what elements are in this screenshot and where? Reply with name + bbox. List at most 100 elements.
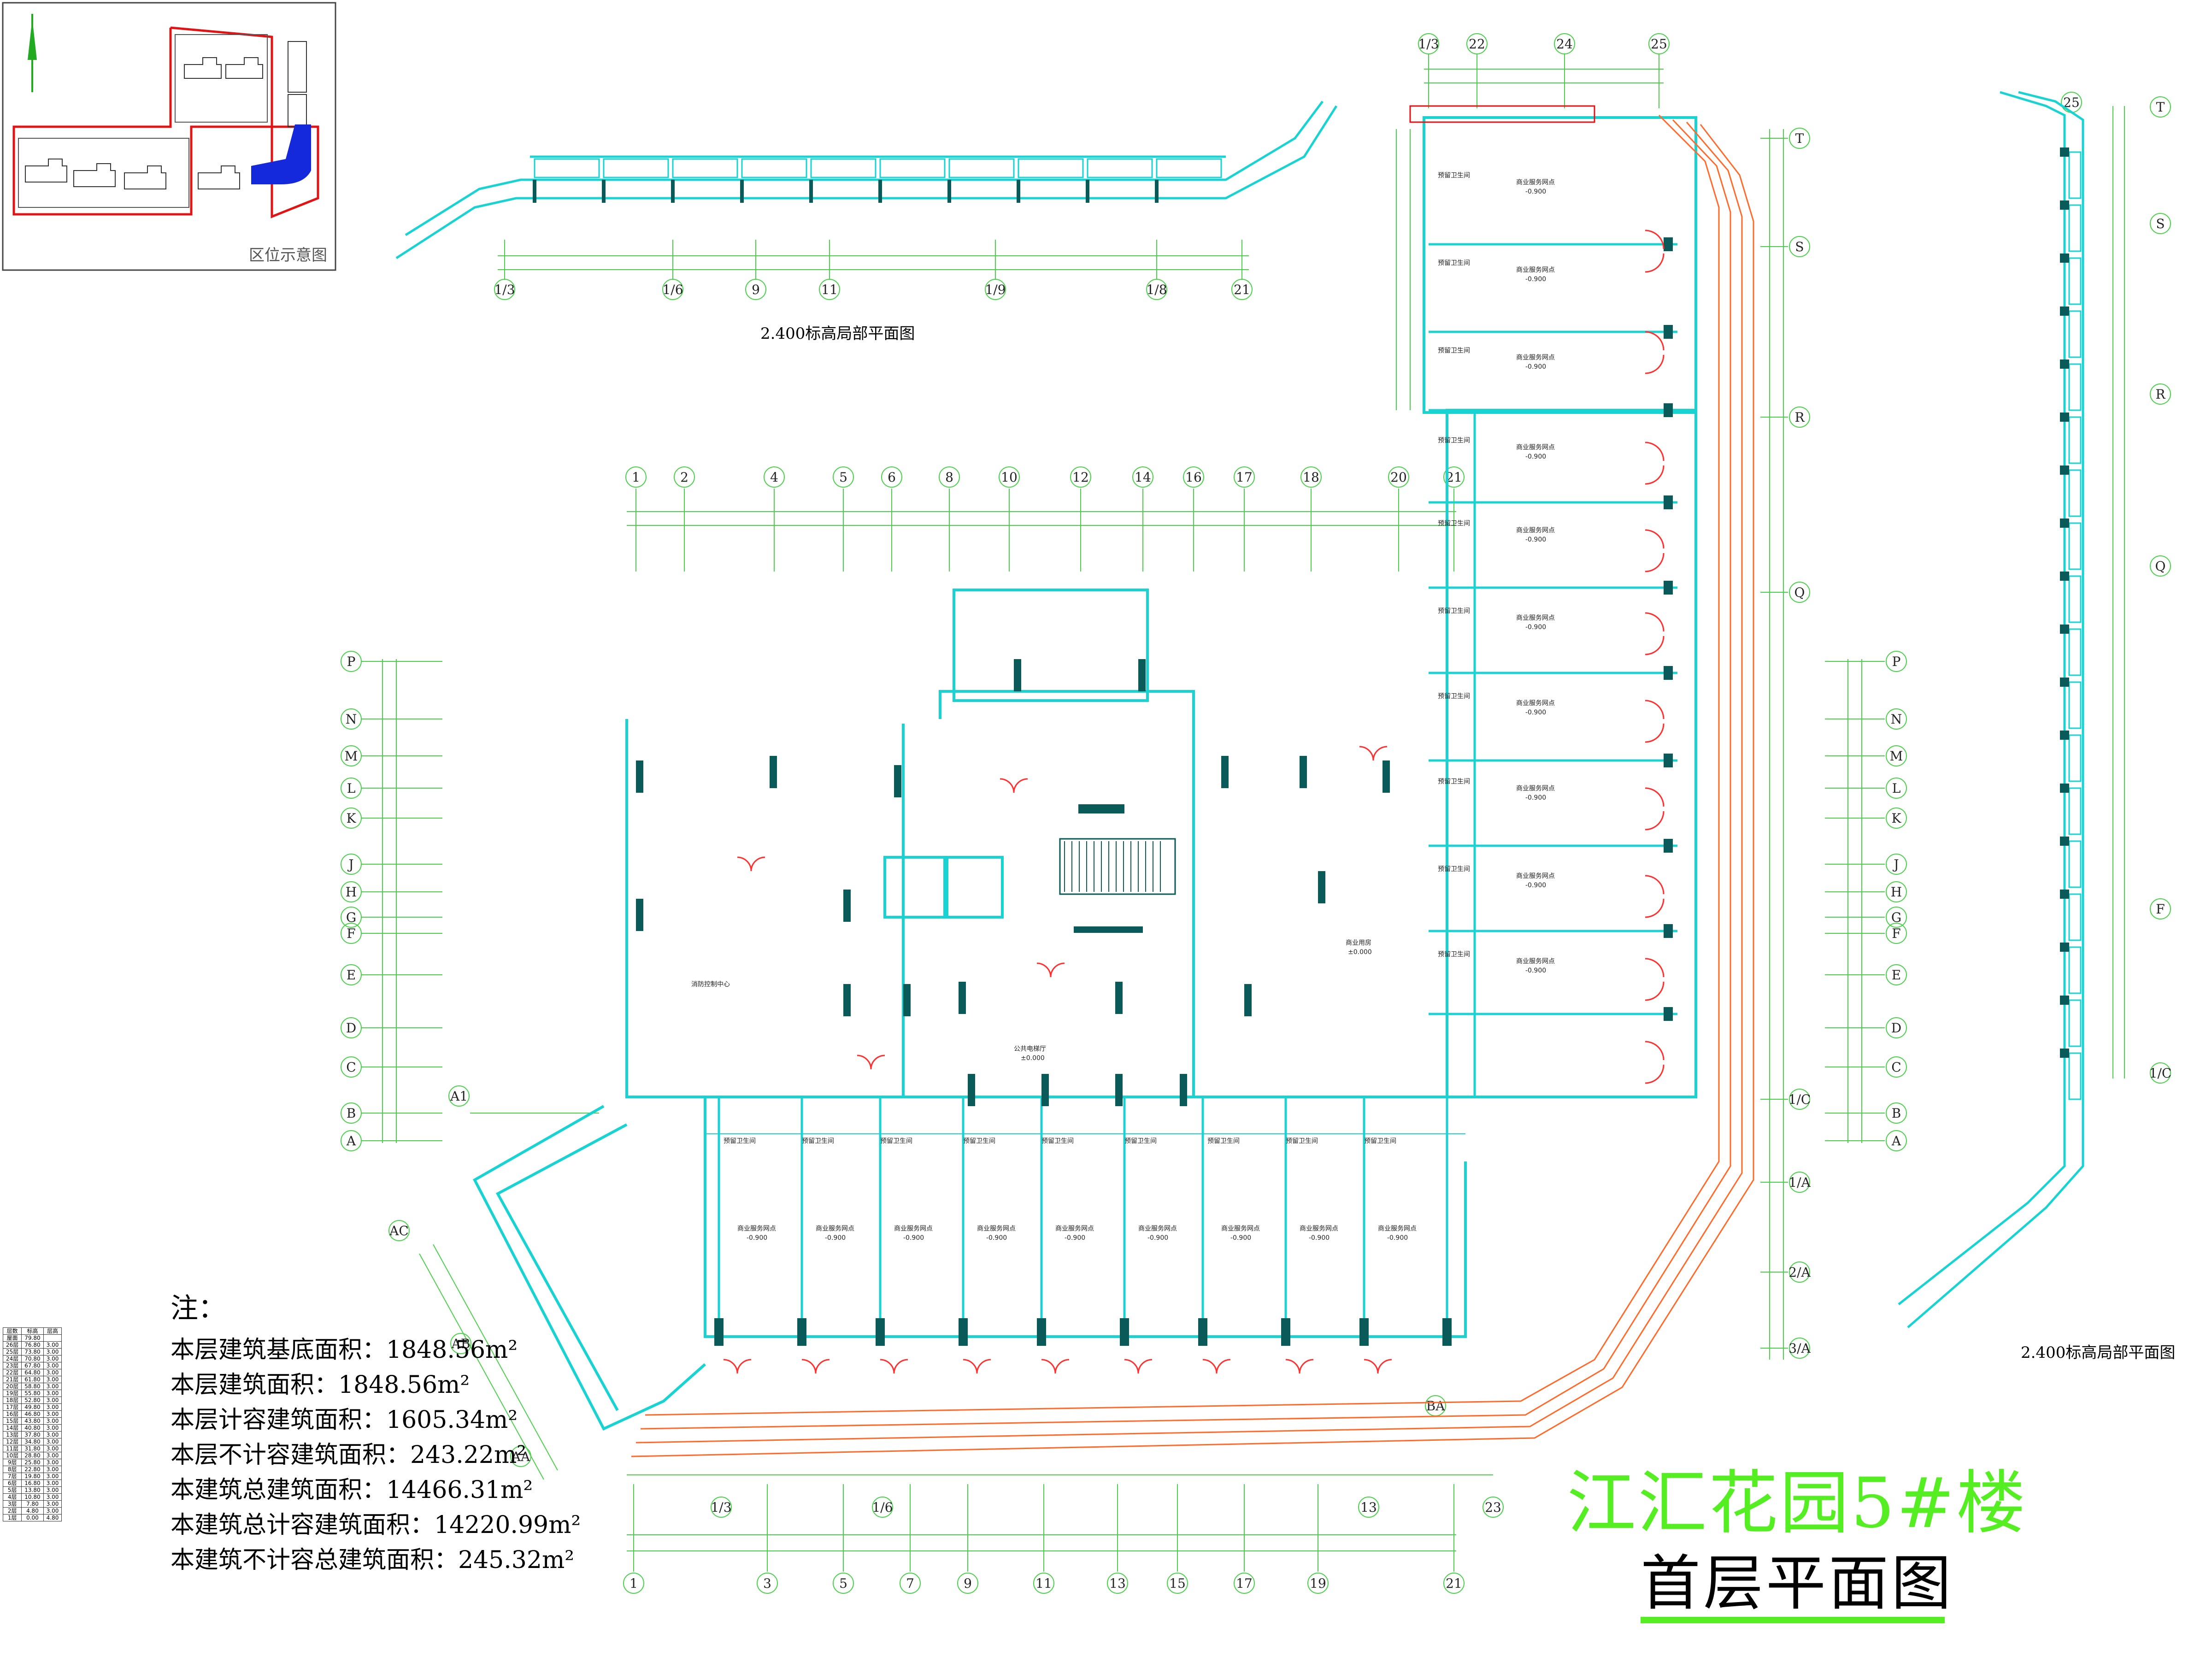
svg-text:T: T	[2156, 100, 2165, 115]
svg-text:预留卫生间: 预留卫生间	[1124, 1138, 1157, 1145]
svg-text:商业服务网点: 商业服务网点	[894, 1225, 933, 1232]
svg-text:预留卫生间: 预留卫生间	[1438, 347, 1470, 354]
table-cell: 9层	[2, 1459, 22, 1466]
axis-bubble-bottom: 21	[1443, 1573, 1465, 1594]
table-cell: 0.00	[21, 1514, 44, 1521]
svg-text:L: L	[1892, 781, 1901, 796]
svg-text:H: H	[346, 884, 357, 900]
svg-text:8: 8	[945, 470, 953, 485]
svg-text:F: F	[1892, 926, 1900, 941]
svg-text:-0.900: -0.900	[1065, 1234, 1085, 1242]
svg-text:K: K	[347, 811, 357, 826]
note-line: 本层建筑基底面积：1848.56m²	[171, 1336, 518, 1364]
axis-bubble-top: 20	[1388, 466, 1409, 488]
key-plan-label: 区位示意图	[249, 246, 327, 265]
note-line: 本层建筑面积：1848.56m²	[171, 1371, 470, 1399]
axis-bubble-bottom: 5	[833, 1573, 854, 1594]
axis-bubble-left: M	[341, 745, 362, 766]
axis-bubble-left: L	[341, 778, 362, 799]
svg-text:1/C: 1/C	[2149, 1066, 2172, 1081]
svg-text:3/A: 3/A	[1788, 1341, 1811, 1356]
axis-bubble-far-right-col: 1/C	[2149, 1062, 2172, 1084]
svg-text:19: 19	[1310, 1576, 1326, 1591]
axis-bubble-top: 17	[1234, 466, 1255, 488]
axis-bubble-top-strip: 21	[1231, 279, 1253, 300]
svg-text:B: B	[1892, 1106, 1901, 1121]
axis-bubble-far-right: M	[1886, 745, 1907, 766]
right-partial-plan	[1898, 91, 2084, 1328]
svg-text:C: C	[346, 1060, 356, 1075]
notes-heading: 注：	[171, 1292, 226, 1325]
axis-bubble-far-right-col: S	[2150, 213, 2171, 234]
table-cell: 23层	[2, 1362, 22, 1369]
svg-text:22: 22	[1469, 36, 1485, 52]
axis-bubble-far-right: J	[1886, 854, 1907, 875]
axis-bubble-far-right: N	[1886, 708, 1907, 730]
note-line: 本层不计容建筑面积：243.22m²	[171, 1441, 527, 1469]
table-cell: 3.00	[43, 1500, 62, 1508]
axis-bubble-far-right-col: F	[2150, 898, 2171, 919]
axis-bubble-far-right: P	[1886, 651, 1907, 672]
svg-text:5: 5	[839, 1576, 847, 1591]
table-cell: 11层	[2, 1445, 22, 1452]
svg-text:商业服务网点: 商业服务网点	[1516, 527, 1555, 534]
svg-text:商业服务网点: 商业服务网点	[1516, 266, 1555, 274]
svg-text:7: 7	[906, 1576, 914, 1591]
table-cell: 3.00	[43, 1431, 62, 1438]
svg-text:-0.900: -0.900	[1525, 363, 1546, 371]
svg-text:商业服务网点: 商业服务网点	[1516, 354, 1555, 361]
table-cell: 17层	[2, 1403, 22, 1411]
axis-bubble-left: P	[341, 651, 362, 672]
svg-text:16: 16	[1185, 470, 1202, 485]
svg-text:预留卫生间: 预留卫生间	[1438, 172, 1470, 179]
axis-bubble-tower: 3/A	[1788, 1338, 1811, 1359]
svg-text:12: 12	[1072, 470, 1089, 485]
table-cell: 12层	[2, 1438, 22, 1445]
svg-text:预留卫生间: 预留卫生间	[1438, 693, 1470, 700]
svg-text:1/3: 1/3	[494, 282, 515, 297]
svg-text:预留卫生间: 预留卫生间	[1364, 1138, 1396, 1145]
svg-text:9: 9	[964, 1576, 972, 1591]
axis-bubble-top-strip: 1/9	[985, 279, 1006, 300]
svg-text:Q: Q	[2155, 559, 2166, 574]
axis-bubble-far-right: L	[1886, 778, 1907, 799]
svg-text:商业服务网点: 商业服务网点	[1516, 614, 1555, 622]
svg-text:-0.900: -0.900	[1387, 1234, 1408, 1242]
svg-text:1/6: 1/6	[872, 1500, 893, 1515]
dimension-lines	[362, 54, 2125, 1572]
svg-text:-0.900: -0.900	[1525, 188, 1546, 195]
axis-bubble-tower: 1/C	[1788, 1089, 1811, 1110]
axis-bubble-bottom: 19	[1307, 1573, 1329, 1594]
table-cell: 19层	[2, 1390, 22, 1397]
svg-text:P: P	[1892, 654, 1901, 669]
axis-bubble-bottom: 13	[1107, 1573, 1128, 1594]
axis-bubble-diagonal: BA	[1425, 1395, 1446, 1416]
table-cell: 3层	[2, 1500, 22, 1508]
svg-text:-0.900: -0.900	[1525, 276, 1546, 283]
area-notes: 注： 本层建筑基底面积：1848.56m² 本层建筑面积：1848.56m² 本…	[171, 1286, 581, 1578]
table-cell: 15层	[2, 1417, 22, 1425]
table-cell: 5层	[2, 1486, 22, 1494]
table-cell: 79.80	[21, 1334, 44, 1342]
axis-bubble-top: 16	[1183, 466, 1204, 488]
axis-bubble-top-strip: 1/3	[494, 279, 515, 300]
table-cell: 25层	[2, 1348, 22, 1356]
axis-bubble-bottom: 3	[757, 1573, 778, 1594]
axis-bubble-top-right: 1/3	[1418, 33, 1439, 54]
svg-text:2/A: 2/A	[1788, 1265, 1811, 1280]
svg-text:商业服务网点: 商业服务网点	[1516, 444, 1555, 451]
svg-text:1/A: 1/A	[1788, 1175, 1811, 1190]
axis-bubble-left: N	[341, 708, 362, 730]
table-cell: 3.00	[43, 1479, 62, 1487]
svg-text:6: 6	[888, 470, 896, 485]
svg-text:23: 23	[1485, 1500, 1501, 1515]
